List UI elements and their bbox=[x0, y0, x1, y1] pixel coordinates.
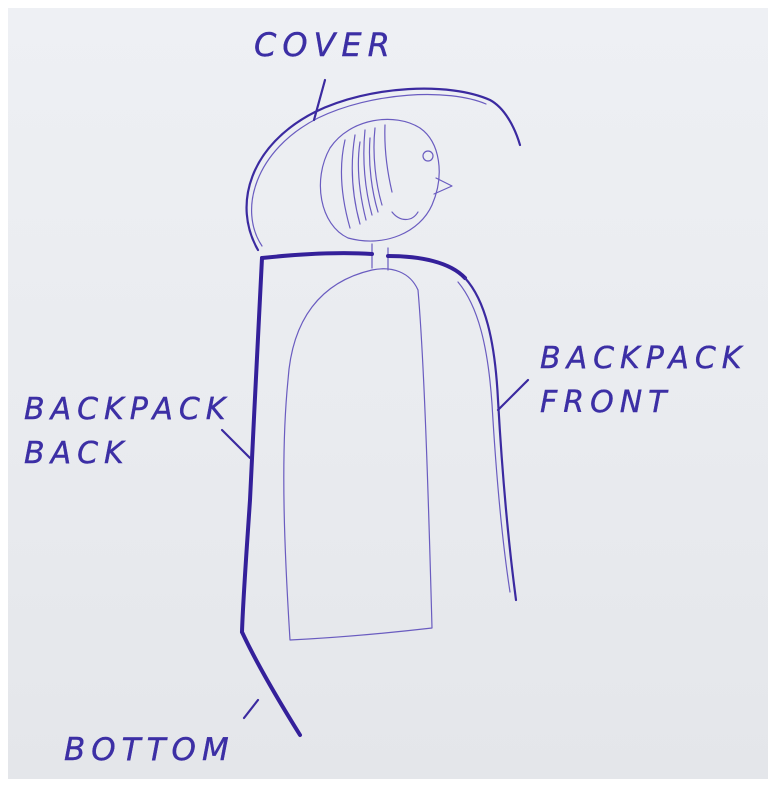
label-cover: COVER bbox=[254, 22, 396, 68]
label-backpack-front: BACKPACK FRONT bbox=[540, 337, 747, 424]
eye bbox=[423, 151, 433, 161]
neck bbox=[372, 244, 388, 270]
cover-arc bbox=[247, 89, 520, 250]
backpack-top-edge bbox=[262, 253, 372, 258]
backpack-front-edge bbox=[465, 278, 516, 600]
head-outline bbox=[320, 119, 439, 241]
pointer-backpack-front bbox=[498, 380, 528, 410]
backpack-front-edge-inner bbox=[458, 282, 510, 592]
backpack-top-edge-right bbox=[388, 256, 465, 278]
backpack-back-edge bbox=[242, 258, 262, 632]
hair-strokes bbox=[341, 125, 392, 228]
cover-arc-inner bbox=[252, 95, 486, 246]
label-bottom: BOTTOM bbox=[64, 728, 235, 773]
label-backpack-back: BACKPACK BACK bbox=[24, 388, 231, 475]
front-pocket bbox=[284, 269, 432, 640]
pointer-cover bbox=[314, 80, 325, 120]
pointer-bottom bbox=[244, 700, 258, 718]
backpack-bottom-edge bbox=[242, 632, 300, 735]
mouth bbox=[392, 212, 418, 220]
